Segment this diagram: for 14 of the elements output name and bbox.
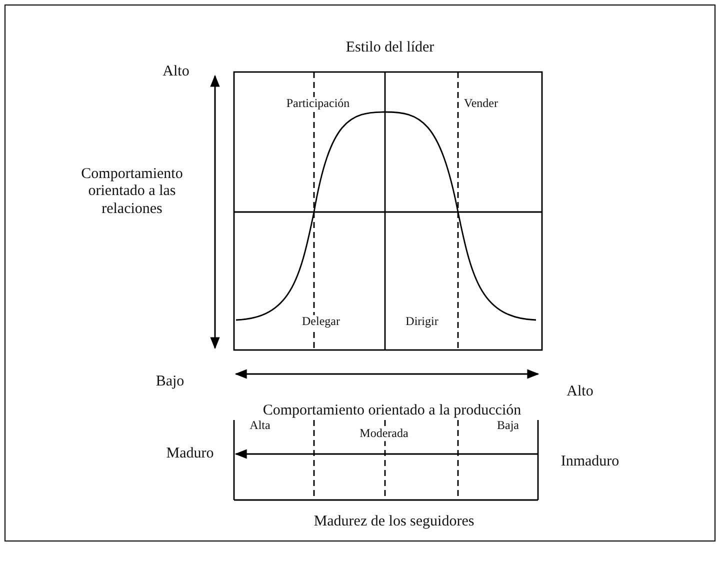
scale-label: Moderada: [358, 427, 410, 441]
scale-end-label: Inmaduro: [560, 453, 620, 471]
scale-end-label: Maduro: [166, 445, 214, 463]
axis-label: Bajo: [156, 373, 184, 391]
axis-label: Alto: [566, 383, 594, 401]
axis-title: Comportamiento orientado a la producción: [262, 402, 522, 420]
quadrant-label: Dirigir: [404, 315, 440, 329]
scale-title: Madurez de los seguidores: [314, 513, 474, 531]
axis-title: Comportamiento orientado a las relaciones: [80, 166, 184, 218]
chart-title: Estilo del líder: [346, 39, 434, 57]
quadrant-label: Participación: [285, 97, 351, 111]
axis-label: Alto: [162, 63, 190, 81]
quadrant-label: Delegar: [301, 315, 341, 329]
scale-label: Baja: [496, 419, 520, 433]
